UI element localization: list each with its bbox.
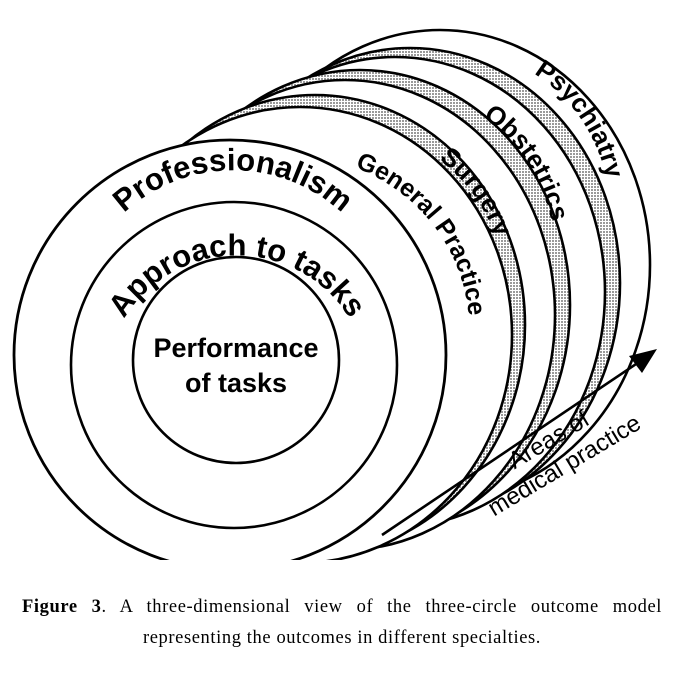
figure-label: Figure 3	[22, 597, 102, 617]
front-inner-circle	[131, 255, 341, 465]
core-label-line1: Performance	[153, 333, 318, 363]
areas-arrow-line	[381, 358, 643, 537]
core-label-line2: of tasks	[185, 368, 287, 398]
areas-arrow-head	[629, 349, 657, 373]
figure-caption: Figure 3. A three-dimensional view of th…	[22, 592, 662, 654]
three-circle-diagram: Professionalism Approach to tasks Perfor…	[12, 28, 657, 560]
figure-caption-text: . A three-dimensional view of the three-…	[101, 597, 662, 648]
